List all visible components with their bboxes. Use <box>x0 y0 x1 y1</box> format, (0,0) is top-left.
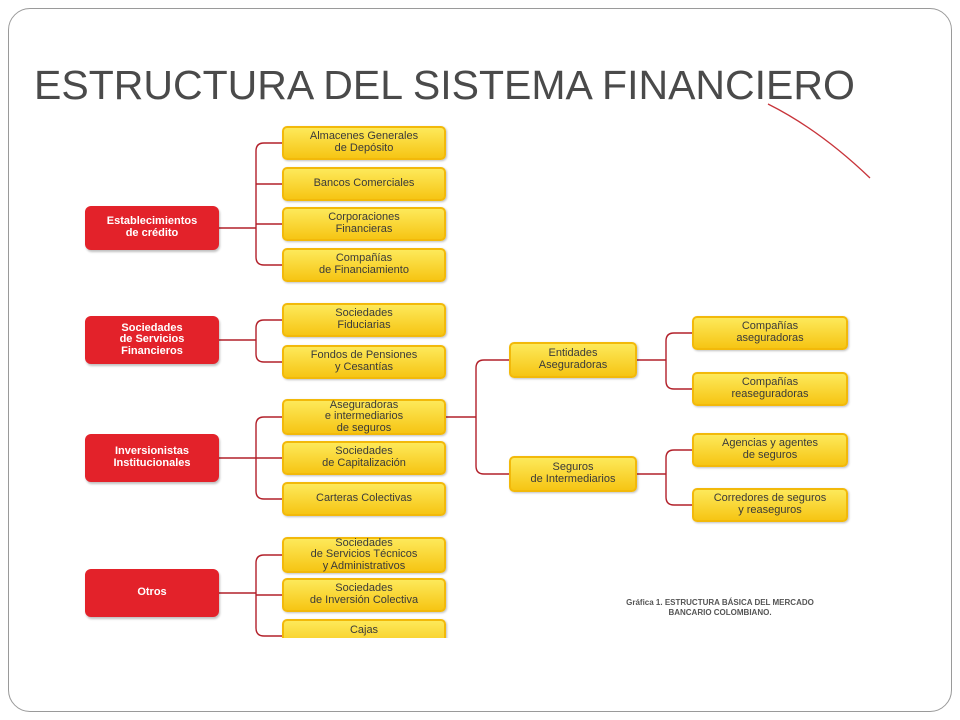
entity-seguros-intermediarios: Seguros de Intermediarios <box>509 456 637 492</box>
decorative-accent-line <box>767 103 871 179</box>
entity-aseguradoras-intermediarios: Aseguradoras e intermediarios de seguros <box>282 399 446 435</box>
category-inversionistas: Inversionistas Institucionales <box>85 434 219 482</box>
entity-companias-reaseguradoras: Compañías reaseguradoras <box>692 372 848 406</box>
connector-seguros <box>637 449 692 506</box>
connector-otros <box>219 554 282 637</box>
connector-credito <box>219 142 282 266</box>
entity-almacenes: Almacenes Generales de Depósito <box>282 126 446 160</box>
slide-title: ESTRUCTURA DEL SISTEMA FINANCIERO <box>34 62 855 108</box>
financial-system-diagram: Establecimientos de crédito Sociedades d… <box>70 118 870 638</box>
entity-corredores: Corredores de seguros y reaseguros <box>692 488 848 522</box>
entity-fiduciarias: Sociedades Fiduciarias <box>282 303 446 337</box>
slide-frame <box>8 8 952 712</box>
figure-caption: Gráfica 1. ESTRUCTURA BÁSICA DEL MERCADO… <box>626 598 814 617</box>
entity-capitalizacion: Sociedades de Capitalización <box>282 441 446 475</box>
connector-lines <box>219 142 692 637</box>
category-servicios: Sociedades de Servicios Financieros <box>85 316 219 364</box>
entity-agencias-agentes: Agencias y agentes de seguros <box>692 433 848 467</box>
entity-companias-aseguradoras: Compañías aseguradoras <box>692 316 848 350</box>
connector-aseguradoras <box>446 359 509 475</box>
category-otros: Otros <box>85 569 219 617</box>
category-credito: Establecimientos de crédito <box>85 206 219 250</box>
connector-entidades <box>637 332 692 390</box>
entity-inversion-colectiva: Sociedades de Inversión Colectiva <box>282 578 446 612</box>
connector-servicios <box>219 319 282 363</box>
connector-inversionistas <box>219 416 282 500</box>
entity-companias-financiamiento: Compañías de Financiamiento <box>282 248 446 282</box>
entity-cajas: Cajas <box>282 619 446 638</box>
entity-carteras-colectivas: Carteras Colectivas <box>282 482 446 516</box>
entity-fondos-pensiones: Fondos de Pensiones y Cesantías <box>282 345 446 379</box>
entity-bancos: Bancos Comerciales <box>282 167 446 201</box>
entity-entidades-aseguradoras: Entidades Aseguradoras <box>509 342 637 378</box>
entity-corporaciones: Corporaciones Financieras <box>282 207 446 241</box>
entity-servicios-tecnicos: Sociedades de Servicios Técnicos y Admin… <box>282 537 446 573</box>
